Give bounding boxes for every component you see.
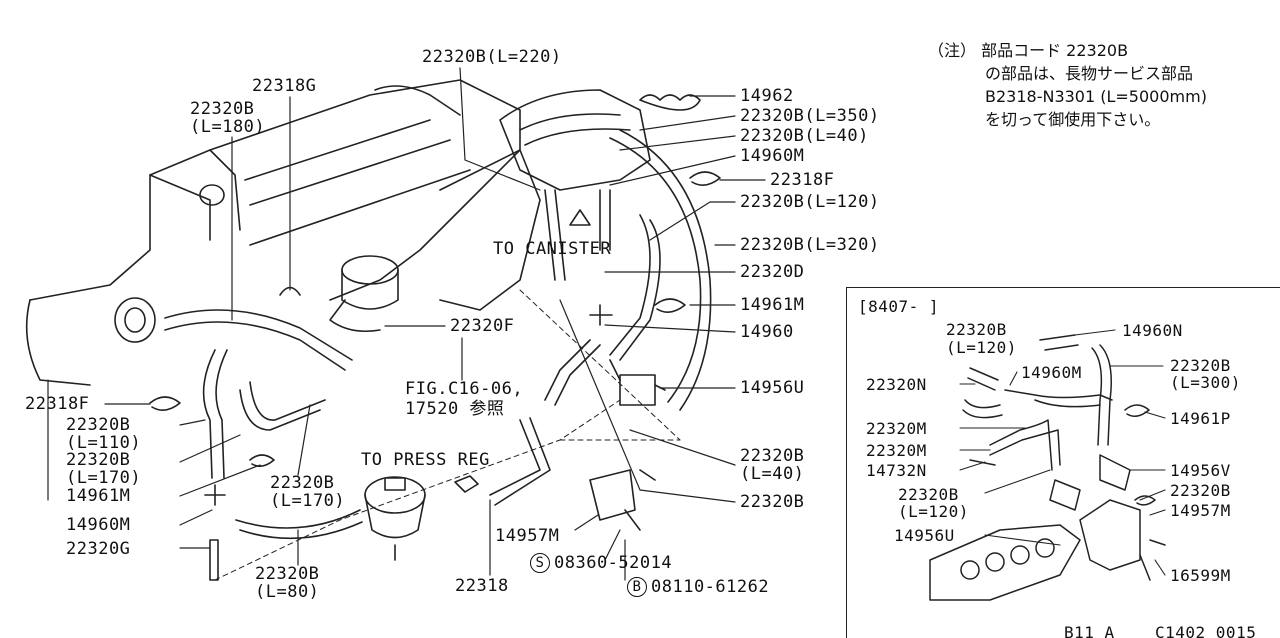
dashed-guides (214, 289, 681, 581)
part-label-22320b-l320[interactable]: 22320B(L=320) (740, 235, 880, 255)
part-label-22320b-right[interactable]: 22320B (740, 492, 805, 512)
inset-part-label-22320b-lower[interactable]: 22320B (898, 485, 959, 504)
service-note-line-3: B2318-N3301 (L=5000mm) (985, 87, 1207, 106)
inset-part-label-22320b-l120-length: (L=120) (946, 338, 1017, 357)
figure-reference-line-2: 17520 参照 (405, 399, 505, 419)
inset-part-label-14960m[interactable]: 14960M (1021, 363, 1082, 382)
inset-part-label-14956u[interactable]: 14956U (894, 526, 955, 545)
inset-panel (846, 287, 1280, 638)
part-label-22318f-left[interactable]: 22318F (25, 394, 90, 414)
to-press-reg-label: TO PRESS REG (361, 450, 490, 470)
hose-lines (164, 129, 712, 540)
leader-lines (47, 67, 766, 581)
inset-part-label-14732n[interactable]: 14732N (866, 461, 927, 480)
vacuum-canister (329, 255, 399, 333)
inset-part-label-22320m-upper[interactable]: 22320M (866, 419, 927, 438)
part-label-14960m-left[interactable]: 14960M (66, 515, 131, 535)
part-label-14961m-right[interactable]: 14961M (740, 295, 805, 315)
part-label-14960m[interactable]: 14960M (740, 146, 805, 166)
figure-code: C1402 0015 (1155, 623, 1257, 638)
screw-symbol-s: S (530, 553, 550, 573)
part-label-22320f[interactable]: 22320F (450, 316, 515, 336)
inset-part-label-22320b-l120[interactable]: 22320B (946, 320, 1007, 339)
pressure-regulator (364, 476, 426, 561)
part-label-22320b-l180[interactable]: 22320B (190, 99, 255, 119)
inset-part-label-14956v[interactable]: 14956V (1170, 461, 1231, 480)
part-label-22320b-l40[interactable]: 22320B(L=40) (740, 126, 869, 146)
part-label-22318f-right[interactable]: 22318F (770, 170, 835, 190)
bolt-symbol-b: B (627, 577, 647, 597)
part-number-08110: 08110-61262 (651, 577, 770, 597)
flow-arrows (454, 209, 591, 493)
part-label-22320b-l110[interactable]: 22320B (66, 415, 131, 435)
part-label-14956u[interactable]: 14956U (740, 378, 805, 398)
inset-date-range: [8407- ] (858, 297, 940, 316)
part-label-14961m-left[interactable]: 14961M (66, 486, 131, 506)
inset-part-label-22320b-l300-length: (L=300) (1170, 373, 1241, 392)
part-number-08360: 08360-52014 (554, 553, 673, 573)
part-label-22320b-l220[interactable]: 22320B(L=220) (422, 47, 562, 67)
to-canister-label: TO CANISTER (493, 239, 612, 259)
service-note-line-1: （注） 部品コード 22320B (928, 41, 1129, 60)
inset-artwork (929, 329, 1166, 601)
inset-part-label-22320b-l300[interactable]: 22320B (1170, 356, 1231, 375)
mounting-bracket (589, 469, 656, 531)
figure-reference-line-1[interactable]: FIG.C16-06, (405, 379, 524, 399)
part-label-22320b-l110-length: (L=110) (66, 433, 142, 453)
inset-part-label-16599m[interactable]: 16599M (1170, 566, 1231, 585)
inset-part-label-22320m-lower[interactable]: 22320M (866, 441, 927, 460)
part-label-22320b-l170-center-length: (L=170) (270, 491, 346, 511)
t-fittings (204, 304, 613, 581)
part-label-14960[interactable]: 14960 (740, 322, 794, 342)
part-label-22320b-l40-lower-length: (L=40) (740, 464, 805, 484)
part-label-22320b-l170-left-length: (L=170) (66, 468, 142, 488)
engine-block (25, 79, 521, 386)
part-label-22320b-l80-length: (L=80) (255, 582, 320, 602)
intake-manifold (439, 89, 651, 311)
part-label-22320b-l170-center[interactable]: 22320B (270, 473, 335, 493)
part-label-22320b-l40-lower[interactable]: 22320B (740, 446, 805, 466)
inset-part-label-14957m[interactable]: 14957M (1170, 501, 1231, 520)
part-label-22320b-l350[interactable]: 22320B(L=350) (740, 106, 880, 126)
part-label-22320b-l180-length: (L=180) (190, 117, 266, 137)
inset-part-label-22320b-right[interactable]: 22320B (1170, 481, 1231, 500)
model-code: B11 A (1064, 623, 1115, 638)
part-label-14957m[interactable]: 14957M (495, 526, 560, 546)
part-label-22320d[interactable]: 22320D (740, 262, 805, 282)
inset-part-label-14961p[interactable]: 14961P (1170, 409, 1231, 428)
inset-part-label-22320b-lower-length: (L=120) (898, 502, 969, 521)
service-note-line-2: の部品は、長物サービス部品 (985, 64, 1194, 83)
part-label-22320g[interactable]: 22320G (66, 539, 131, 559)
inset-part-label-22320n[interactable]: 22320N (866, 375, 927, 394)
part-label-14962[interactable]: 14962 (740, 86, 794, 106)
part-label-22318[interactable]: 22318 (455, 576, 509, 596)
part-label-22318g[interactable]: 22318G (252, 76, 317, 96)
part-label-22320b-l80[interactable]: 22320B (255, 564, 320, 584)
part-label-22320b-l170-left[interactable]: 22320B (66, 450, 131, 470)
service-note-line-4: を切って御使用下さい。 (985, 110, 1161, 129)
part-label-22320b-l120[interactable]: 22320B(L=120) (740, 192, 880, 212)
inset-part-label-14960n[interactable]: 14960N (1122, 321, 1183, 340)
